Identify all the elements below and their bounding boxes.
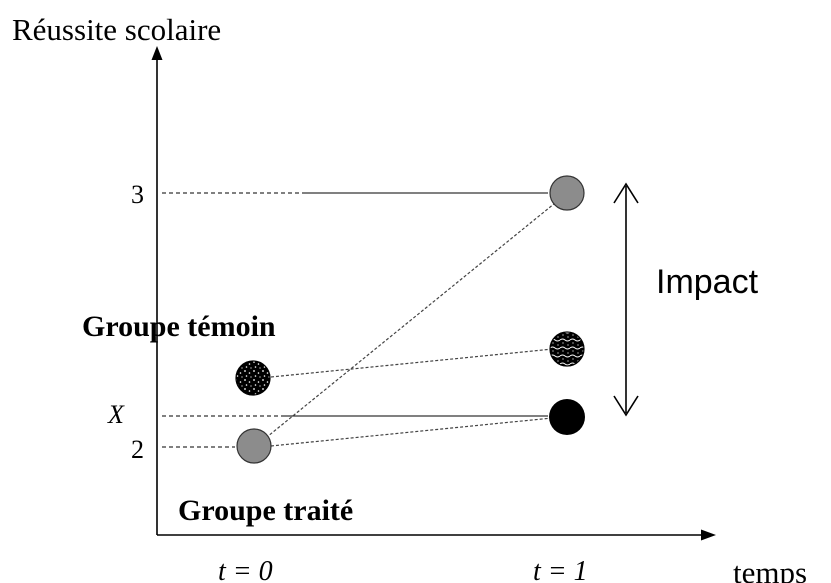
y-tick-3: 3	[131, 180, 144, 209]
treated-group-label: Groupe traité	[178, 494, 353, 527]
x-axis-label: temps	[733, 555, 807, 583]
x-tick-t1: t = 1	[533, 556, 588, 583]
y-axis-arrow-icon	[151, 46, 163, 60]
x-axis-arrow-icon	[701, 529, 716, 541]
control-point-t0	[235, 360, 271, 396]
x-tick-t0: t = 0	[218, 556, 273, 583]
control-group-label: Groupe témoin	[82, 310, 276, 343]
trajectory-control	[270, 348, 554, 378]
impact-label: Impact	[656, 263, 759, 301]
trajectory-treated-counterfactual	[270, 417, 553, 447]
axes	[151, 46, 716, 541]
y-tick-x: X	[107, 400, 125, 429]
y-axis-label: Réussite scolaire	[12, 12, 221, 47]
treated-point-t1-actual	[549, 175, 585, 211]
control-point-t1	[549, 331, 585, 367]
treated-point-t1-counterfactual	[549, 399, 585, 435]
trajectory-treated-actual	[261, 198, 561, 442]
impact-arrow-up-icon	[613, 182, 639, 204]
y-tick-2: 2	[131, 435, 144, 464]
impact-arrow	[613, 182, 639, 417]
impact-arrow-down-icon	[613, 395, 639, 417]
treated-point-t0	[236, 428, 272, 464]
